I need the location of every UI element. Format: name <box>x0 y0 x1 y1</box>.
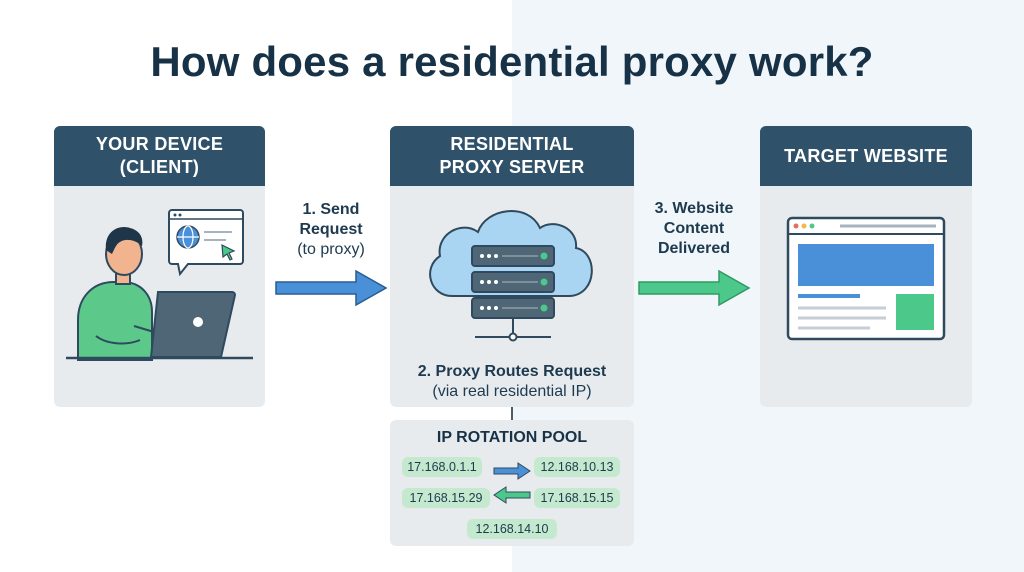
target-title: TARGET WEBSITE <box>784 145 948 166</box>
ip-chip: 17.168.15.15 <box>534 488 620 508</box>
ip-chip: 17.168.0.1.1 <box>402 457 482 477</box>
proxy-card: RESIDENTIAL PROXY SERVER <box>390 126 634 407</box>
step2-line1: 2. Proxy Routes Request <box>417 363 607 380</box>
server-stack-icon <box>471 245 555 342</box>
proxy-title-line1: RESIDENTIAL <box>450 134 574 154</box>
proxy-card-header: RESIDENTIAL PROXY SERVER <box>390 126 634 186</box>
ip-chip: 12.168.10.13 <box>534 457 620 477</box>
person-icon <box>77 226 155 361</box>
target-card: TARGET WEBSITE <box>760 126 972 407</box>
client-card: YOUR DEVICE (CLIENT) <box>54 126 265 407</box>
request-arrow-icon <box>275 269 388 307</box>
website-window-icon <box>786 216 946 341</box>
proxy-title-line2: PROXY SERVER <box>439 157 585 177</box>
step2-line2: (via real residential IP) <box>432 383 592 400</box>
target-card-header: TARGET WEBSITE <box>760 126 972 186</box>
step3-label: 3. Website Content Delivered <box>640 199 748 259</box>
ip-chip: 12.168.14.10 <box>467 519 557 539</box>
ip-chip: 17.168.15.29 <box>402 488 490 508</box>
content-arrow-icon <box>638 269 751 307</box>
step3-line2: Content <box>663 220 725 237</box>
step3-line3: Delivered <box>657 240 731 257</box>
step1-line2: Request <box>299 221 363 238</box>
ip-rotation-pool: IP ROTATION POOL 17.168.0.1.1 12.168.10.… <box>390 420 634 546</box>
client-title-line2: (CLIENT) <box>119 157 200 177</box>
step2-label: 2. Proxy Routes Request (via real reside… <box>390 362 634 402</box>
step1-line3: (to proxy) <box>297 241 365 258</box>
step3-line1: 3. Website <box>654 200 734 217</box>
client-illustration <box>66 209 253 361</box>
client-title-line1: YOUR DEVICE <box>95 134 224 154</box>
pool-connector <box>511 407 513 420</box>
globe-icon <box>176 225 200 249</box>
step1-line1: 1. Send <box>302 201 360 218</box>
proxy-illustration <box>429 210 593 342</box>
pool-title: IP ROTATION POOL <box>436 429 588 446</box>
swap-arrows-icon <box>493 462 531 504</box>
browser-popup-icon <box>168 209 244 277</box>
step1-label: 1. Send Request (to proxy) <box>281 200 381 260</box>
cursor-icon <box>221 243 236 261</box>
diagram-title: How does a residential proxy work? <box>150 38 874 85</box>
laptop-icon <box>149 291 237 358</box>
client-card-header: YOUR DEVICE (CLIENT) <box>54 126 265 186</box>
